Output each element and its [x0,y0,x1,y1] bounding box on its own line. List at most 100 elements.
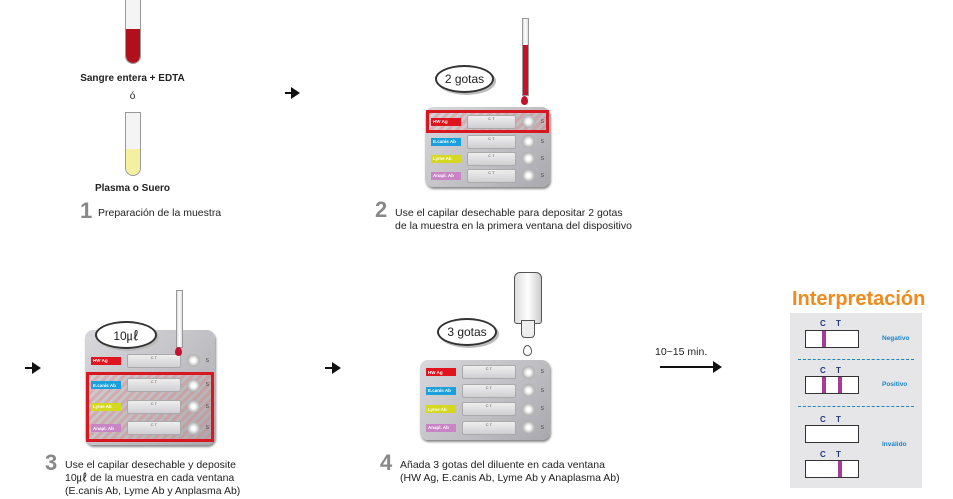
divider [798,359,914,360]
sample-mark: S [540,118,544,125]
sample-mark: S [205,382,209,389]
result-window: C T [127,421,181,436]
result-window: C T [462,420,516,435]
result-window: C T [127,378,181,393]
sample-well [521,169,535,182]
sample-mark: S [540,138,544,145]
test-label-badge: HW Ag [91,356,121,365]
device-row: Anapl. Ab C T S [89,418,211,440]
sample-well [186,354,200,368]
callout-2-gotas: 2 gotas [435,65,494,93]
c-label: C [820,415,826,424]
sample-well [521,115,535,128]
arrow-icon [25,362,41,374]
capillary-icon [176,290,183,348]
sample-mark: S [540,369,544,376]
plasma-tube [125,112,141,176]
test-label-badge: Lyme Ab [431,154,461,163]
sample-well [521,135,535,148]
timer-label: 10~15 min. [655,346,708,358]
test-label-badge: Anapl. Ab [91,424,121,433]
device-row: Lyme Ab C T S [424,400,546,419]
or-label: ó [129,91,136,102]
test-label-badge: HW Ag [426,368,456,377]
sample-mark: S [205,425,209,432]
sample-well [521,365,535,379]
tube1-label: Sangre entera + EDTA [80,73,185,84]
diluent-drop-icon [523,345,532,356]
sample-well [186,400,200,414]
blood-drop-icon [521,96,528,105]
sample-mark: S [540,155,544,162]
step1-text: Preparación de la muestra [98,207,222,219]
device-row: HW Ag C T S [429,113,546,130]
device-row: Lyme Ab C T S [89,396,211,418]
result-window: C T [462,402,516,417]
result-positive: Positivo [882,381,908,388]
callout-3-gotas: 3 gotas [437,318,497,346]
sample-well [186,378,200,392]
step1-number: 1 [80,198,93,223]
device-row: E.canis Ab C T S [429,133,546,150]
result-window: C T [462,383,516,398]
interpretation-panel: C T Negativo C T Positivo C T Inválido C… [790,313,922,488]
sample-well [521,152,535,165]
result-window: C T [467,134,516,149]
test-label-badge: Anapl. Ab [431,171,461,180]
test-label-badge: Lyme Ab [426,405,456,414]
tube2-label: Plasma o Suero [94,183,171,194]
blood-tube [125,0,141,64]
step3-number: 3 [45,450,58,475]
test-label-badge: E.canis Ab [431,137,461,146]
blood-drop-icon [175,347,182,356]
divider [798,406,914,407]
capillary-icon [522,18,529,96]
step3-text-line3: (E.canis Ab, Lyme Ab y Anplasma Ab) [65,485,241,497]
result-invalid: Inválido [882,441,907,448]
highlight-box: HW Ag C T S [426,110,549,133]
strip-invalid-2 [805,460,859,478]
sample-mark: S [540,406,544,413]
sample-mark: S [205,403,209,410]
strip-positive [805,376,859,394]
result-window: C T [127,353,181,368]
c-label: C [820,319,826,328]
test-label-badge: Anapl. Ab [426,423,456,432]
interpretation-title: Interpretación [792,288,926,310]
step2-number: 2 [375,197,388,222]
t-label: T [836,415,841,424]
callout-10ul: 10㎕ [95,321,157,349]
arrow-icon [325,362,341,374]
t-label: T [836,450,841,459]
step4-number: 4 [380,450,393,475]
device-row: HW Ag C T S [89,350,211,372]
t-label: T [836,319,841,328]
c-label: C [820,450,826,459]
sample-well [521,384,535,398]
sample-well [186,421,200,435]
result-window: C T [467,168,516,183]
step4-text-line1: Añada 3 gotas del diluente en cada venta… [400,459,605,471]
result-window: C T [127,399,181,414]
step2-text-line2: de la muestra en la primera ventana del … [395,220,632,232]
strip-invalid-1 [805,425,859,443]
sample-well [521,421,535,435]
sample-mark: S [205,357,209,364]
dropper-bottle-icon [514,272,542,324]
result-negative: Negativo [882,335,910,342]
test-label-badge: HW Ag [431,117,461,126]
test-label-badge: E.canis Ab [426,386,456,395]
c-label: C [820,366,826,375]
step3-text-line1: Use el capilar desechable y deposite [65,459,237,471]
test-label-badge: Lyme Ab [91,402,121,411]
result-window: C T [467,114,516,129]
